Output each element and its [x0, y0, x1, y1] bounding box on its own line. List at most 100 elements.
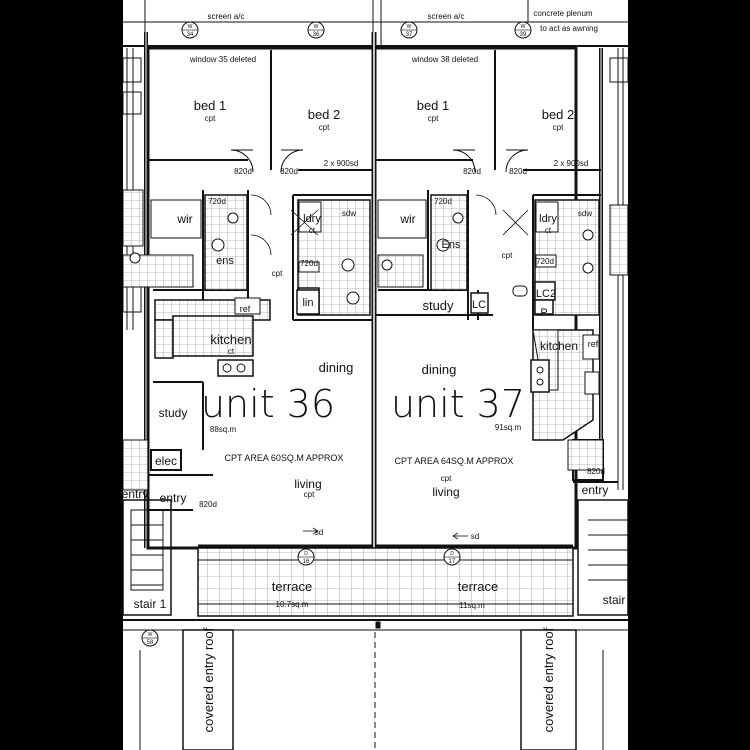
covered-entry-roof-left: covered entry roof	[201, 627, 216, 732]
lin-label: lin	[302, 297, 313, 309]
ens-label: Ens	[442, 239, 461, 251]
unit-37-labels: window 38 deleted bed 1 cpt bed 2 cpt 82…	[391, 55, 625, 610]
bed2-label: bed 2	[542, 107, 575, 122]
sd-label: sd	[471, 532, 479, 541]
svg-text:W: W	[188, 24, 193, 30]
screen-ac-label-left: screen a/c	[208, 12, 245, 21]
door-820-a: 820d	[234, 167, 252, 176]
living-label: living	[432, 485, 459, 499]
ens-label: ens	[216, 255, 234, 267]
svg-text:39: 39	[520, 32, 527, 38]
wir-label: wir	[176, 212, 192, 226]
neighbour-entry-label: entry	[123, 487, 148, 501]
living-cpt: cpt	[304, 490, 315, 499]
door-820-entry: 820d	[587, 467, 605, 476]
sd-label: sd	[315, 528, 323, 537]
unit-36-area: 88sq.m	[210, 425, 237, 434]
door-820-entry: 820d	[199, 500, 217, 509]
window-tag-58: W 58	[141, 629, 159, 647]
svg-text:W: W	[314, 24, 319, 30]
living-cpt: cpt	[441, 474, 452, 483]
hall-cpt: cpt	[272, 269, 283, 278]
door-2x900sd: 2 x 900sd	[554, 159, 589, 168]
elec-label: elec	[155, 454, 177, 468]
dining-label: dining	[319, 360, 354, 375]
bed2-label: bed 2	[308, 107, 341, 122]
cpt-area-note: CPT AREA 60SQ.M APPROX	[225, 453, 344, 463]
bed1-label: bed 1	[194, 98, 227, 113]
window-tag-37: W 37	[400, 21, 418, 39]
covered-entry-roof-right: covered entry roof	[541, 627, 556, 732]
stair-right	[577, 499, 628, 616]
window-tag-36: W 36	[307, 21, 325, 39]
window-tag-34: W 34	[181, 21, 199, 39]
svg-text:58: 58	[147, 640, 154, 646]
unit-37	[375, 50, 618, 548]
concrete-plenum-label: concrete plenum	[533, 9, 592, 18]
kitchen-ct: ct	[228, 347, 235, 356]
door-720-a: 720d	[434, 197, 452, 206]
bed1-cpt: cpt	[205, 114, 216, 123]
wir-label: wir	[399, 212, 415, 226]
door-720-a: 720d	[208, 197, 226, 206]
cpt-area-note: CPT AREA 64SQ.M APPROX	[395, 456, 514, 466]
ldry-label: ldry	[303, 213, 321, 225]
entry-label: entry	[582, 483, 609, 497]
bed1-label: bed 1	[417, 98, 450, 113]
stair-1-label: stair 1	[134, 597, 167, 611]
svg-text:W: W	[521, 24, 526, 30]
sdw-label: sdw	[342, 209, 356, 218]
floor-plan-sheet: screen a/c screen a/c concrete plenum to…	[123, 0, 628, 750]
top-strip: screen a/c screen a/c concrete plenum to…	[123, 0, 628, 47]
terrace-area: 10.7sq.m	[276, 600, 309, 609]
awning-label: to act as awning	[540, 24, 598, 33]
sdw-label: sdw	[578, 209, 592, 218]
window-38-note: window 38 deleted	[411, 55, 478, 64]
svg-text:17: 17	[449, 559, 456, 565]
lower-section	[123, 619, 628, 750]
lc-label: LC	[472, 299, 486, 311]
entry-label: entry	[160, 491, 187, 505]
unit-36	[123, 50, 373, 548]
door-820-b: 820d	[509, 167, 527, 176]
ldry-label: ldry	[539, 213, 557, 225]
svg-text:16: 16	[303, 559, 310, 565]
stair-left	[123, 499, 172, 616]
window-35-note: window 35 deleted	[189, 55, 256, 64]
living-label: living	[294, 477, 321, 491]
kitchen-label: kitchen	[210, 332, 251, 347]
svg-text:D: D	[450, 551, 454, 557]
dining-label: dining	[422, 362, 457, 377]
door-tag-17: D 17	[443, 548, 461, 566]
floor-plan-drawing: screen a/c screen a/c concrete plenum to…	[123, 0, 628, 750]
door-720-b: 720d	[536, 257, 554, 266]
svg-text:W: W	[148, 632, 153, 638]
unit-37-area: 91sq.m	[495, 423, 522, 432]
study-label: study	[422, 298, 454, 313]
ref-label: ref	[240, 304, 251, 314]
ldry-ct: ct	[309, 226, 316, 235]
bed1-cpt: cpt	[428, 114, 439, 123]
terrace-label: terrace	[458, 579, 498, 594]
svg-text:D: D	[304, 551, 308, 557]
svg-text:37: 37	[406, 32, 413, 38]
bed2-cpt: cpt	[553, 123, 564, 132]
unit-36-title: unit 36	[201, 382, 335, 426]
svg-text:W: W	[407, 24, 412, 30]
study-label: study	[159, 406, 188, 420]
door-720-b: 720d	[300, 259, 318, 268]
terrace-label: terrace	[272, 579, 312, 594]
terrace-area: 11sq.m	[459, 601, 485, 610]
kitchen-label: kitchen	[540, 339, 578, 353]
svg-text:34: 34	[187, 32, 194, 38]
hall-cpt: cpt	[502, 251, 513, 260]
bed2-cpt: cpt	[319, 123, 330, 132]
stair-label: stair	[603, 593, 626, 607]
unit-36-labels: window 35 deleted bed 1 cpt bed 2 cpt 82…	[134, 55, 359, 611]
door-2x900sd: 2 x 900sd	[324, 159, 359, 168]
ref-label: ref	[588, 339, 599, 349]
door-820-b: 820d	[280, 167, 298, 176]
lc2-label: LC2	[536, 288, 556, 300]
unit-37-title: unit 37	[391, 382, 525, 426]
